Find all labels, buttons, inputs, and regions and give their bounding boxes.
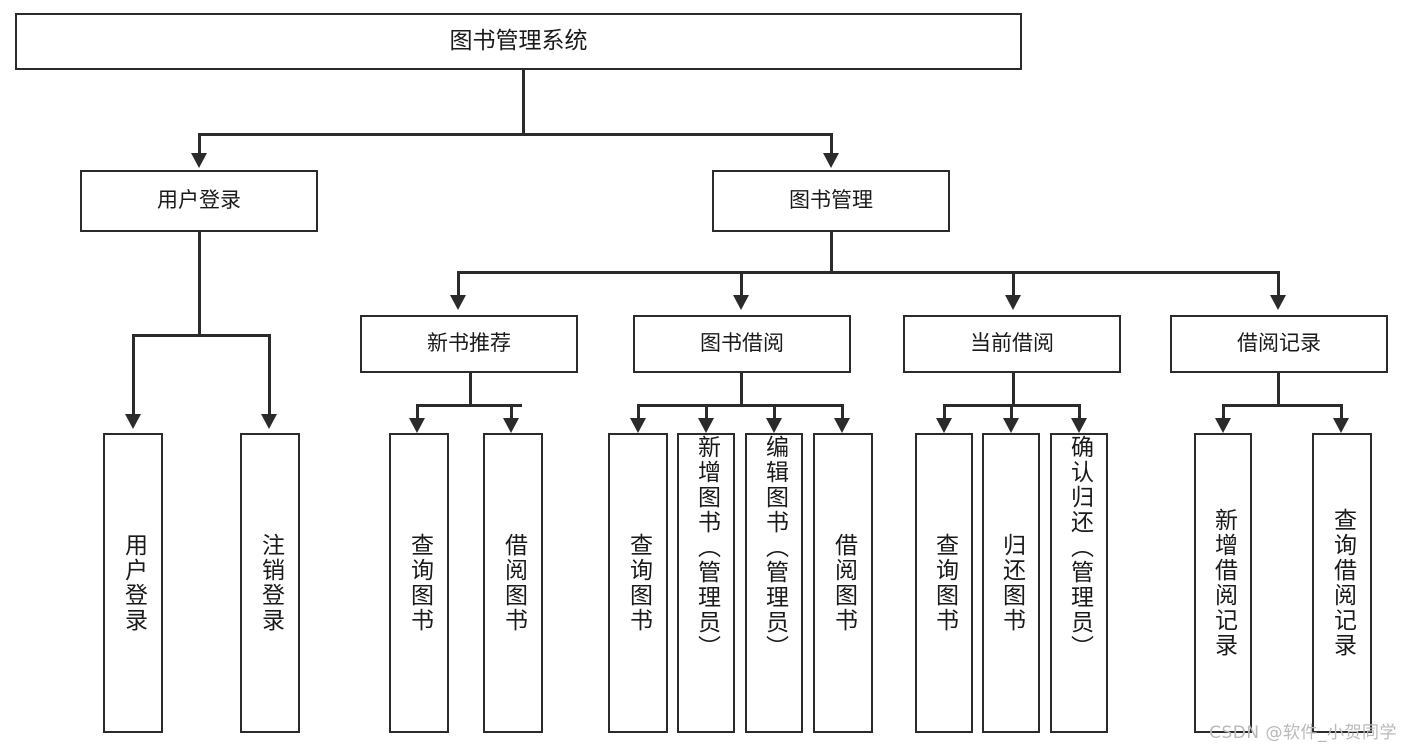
node-current-borrow[interactable]: 当前借阅 <box>903 315 1121 373</box>
node-label: 用户登录 <box>157 188 241 213</box>
node-label: 查询借阅记录 <box>1329 508 1356 658</box>
arrowhead-borrow-record-2 <box>1333 418 1349 433</box>
node-label: 当前借阅 <box>970 331 1054 356</box>
node-root-system[interactable]: 图书管理系统 <box>15 13 1022 70</box>
connector-borrow-record-drop-1 <box>1222 404 1225 420</box>
leaf-borrow-record-query[interactable]: 查询借阅记录 <box>1312 433 1372 733</box>
connector-book-borrow-bar <box>637 404 843 407</box>
connector-user-login-drop-1 <box>132 334 135 416</box>
node-label: 借阅图书 <box>830 533 857 633</box>
connector-user-login-drop-2 <box>268 334 271 416</box>
node-borrow-record[interactable]: 借阅记录 <box>1170 315 1388 373</box>
node-label: 归还图书 <box>998 533 1025 633</box>
connector-book-borrow-drop-1 <box>637 404 640 420</box>
leaf-book-borrow-borrow[interactable]: 借阅图书 <box>813 433 873 733</box>
connector-new-book-bar <box>416 404 522 407</box>
leaf-borrow-record-add[interactable]: 新增借阅记录 <box>1194 433 1252 733</box>
arrowhead-book-borrow-1 <box>630 418 646 433</box>
node-label: 编辑图书（管理员） <box>761 435 788 660</box>
leaf-current-borrow-confirm[interactable]: 确认归还（管理员） <box>1050 433 1108 733</box>
arrowhead-user-login-2 <box>261 414 277 429</box>
arrowhead-new-book-2 <box>503 418 519 433</box>
node-label: 借阅记录 <box>1237 331 1321 356</box>
node-user-login[interactable]: 用户登录 <box>80 170 318 232</box>
arrowhead-book-borrow <box>733 295 749 310</box>
arrowhead-book-borrow-3 <box>766 418 782 433</box>
connector-book-manage-drop-2 <box>740 271 743 297</box>
connector-borrow-record-bar <box>1222 404 1341 407</box>
leaf-book-borrow-edit[interactable]: 编辑图书（管理员） <box>745 433 803 733</box>
leaf-current-borrow-query[interactable]: 查询图书 <box>915 433 973 733</box>
leaf-user-login-logout[interactable]: 注销登录 <box>240 433 300 733</box>
node-label: 用户登录 <box>120 533 147 633</box>
node-label: 图书管理 <box>789 188 873 213</box>
connector-user-login-stem <box>198 232 201 336</box>
arrowhead-borrow-record-1 <box>1215 418 1231 433</box>
leaf-book-borrow-query[interactable]: 查询图书 <box>608 433 668 733</box>
arrowhead-book-borrow-2 <box>698 418 714 433</box>
leaf-new-book-borrow[interactable]: 借阅图书 <box>483 433 543 733</box>
connector-user-login-bar <box>132 334 268 337</box>
arrowhead-current-borrow <box>1005 295 1021 310</box>
arrowhead-current-borrow-2 <box>1003 418 1019 433</box>
connector-book-manage-bar <box>457 271 1277 274</box>
node-book-borrow[interactable]: 图书借阅 <box>633 315 851 373</box>
node-label: 查询图书 <box>625 533 652 633</box>
leaf-user-login-login[interactable]: 用户登录 <box>103 433 163 733</box>
connector-new-book-drop-1 <box>416 404 419 420</box>
connector-root-bar <box>198 133 832 136</box>
node-label: 查询图书 <box>931 533 958 633</box>
connector-root-left-drop <box>198 133 201 155</box>
arrowhead-book-borrow-4 <box>834 418 850 433</box>
connector-book-borrow-drop-4 <box>841 404 844 420</box>
connector-new-book-drop-2 <box>510 404 513 420</box>
connector-current-borrow-drop-1 <box>943 404 946 420</box>
connector-book-manage-stem <box>830 232 833 273</box>
connector-book-borrow-stem <box>740 373 743 406</box>
connector-new-book-stem <box>469 373 472 406</box>
connector-book-manage-drop-3 <box>1012 271 1015 297</box>
node-label: 确认归还（管理员） <box>1066 435 1093 660</box>
leaf-book-borrow-add[interactable]: 新增图书（管理员） <box>677 433 735 733</box>
arrowhead-borrow-record <box>1270 295 1286 310</box>
leaf-new-book-query[interactable]: 查询图书 <box>389 433 449 733</box>
arrowhead-current-borrow-1 <box>936 418 952 433</box>
arrowhead-new-book-1 <box>409 418 425 433</box>
arrowhead-current-borrow-3 <box>1071 418 1087 433</box>
arrowhead-to-book-manage <box>823 153 839 168</box>
node-label: 新书推荐 <box>427 331 511 356</box>
node-label: 借阅图书 <box>500 533 527 633</box>
node-label: 新增图书（管理员） <box>693 435 720 660</box>
node-label: 查询图书 <box>406 533 433 633</box>
arrowhead-new-book-recommend <box>450 295 466 310</box>
arrowhead-to-user-login <box>191 153 207 168</box>
connector-root-right-drop <box>830 133 833 155</box>
connector-current-borrow-drop-3 <box>1078 404 1081 420</box>
node-label: 图书管理系统 <box>449 27 588 54</box>
connector-current-borrow-stem <box>1012 373 1015 406</box>
node-book-manage[interactable]: 图书管理 <box>712 170 950 232</box>
node-label: 图书借阅 <box>700 331 784 356</box>
connector-book-manage-drop-1 <box>457 271 460 297</box>
connector-borrow-record-drop-2 <box>1340 404 1343 420</box>
connector-book-borrow-drop-3 <box>773 404 776 420</box>
connector-current-borrow-drop-2 <box>1010 404 1013 420</box>
node-label: 新增借阅记录 <box>1210 508 1237 658</box>
connector-book-borrow-drop-2 <box>705 404 708 420</box>
arrowhead-user-login-1 <box>125 414 141 429</box>
connector-borrow-record-stem <box>1277 373 1280 406</box>
connector-book-manage-drop-4 <box>1277 271 1280 297</box>
connector-root-stem <box>522 70 525 135</box>
node-label: 注销登录 <box>257 533 284 633</box>
leaf-current-borrow-return[interactable]: 归还图书 <box>982 433 1040 733</box>
node-new-book-recommend[interactable]: 新书推荐 <box>360 315 578 373</box>
